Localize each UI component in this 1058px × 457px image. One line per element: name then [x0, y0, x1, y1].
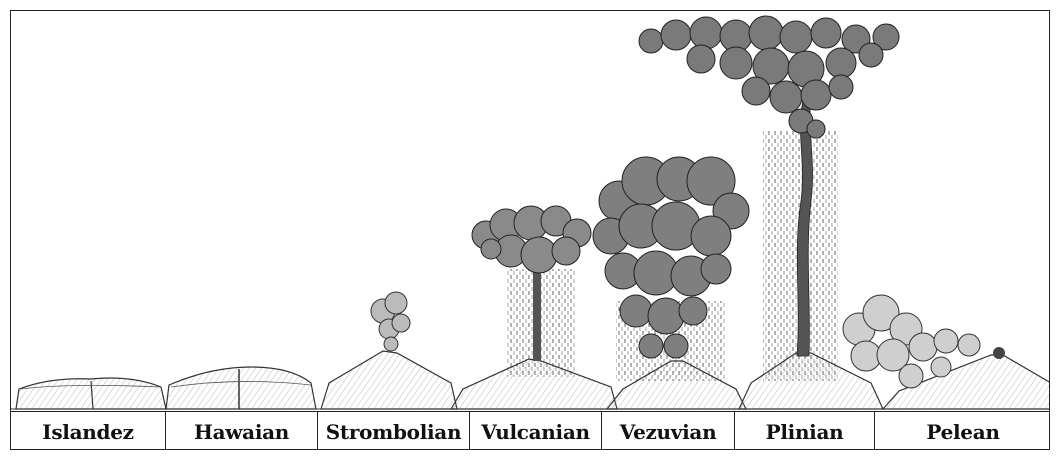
label-hawaian: Hawaian: [166, 412, 318, 450]
label-vulcanian: Vulcanian: [470, 412, 602, 450]
label-vezuvian: Vezuvian: [602, 412, 735, 450]
eruption-illustration: [11, 11, 1050, 450]
label-strombolian: Strombolian: [318, 412, 470, 450]
volcano-strombolian: [321, 292, 457, 409]
volcano-vulcanian: [451, 206, 617, 409]
diagram-frame: Islandez Hawaian Strombolian Vulcanian V…: [10, 10, 1050, 450]
label-plinian: Plinian: [735, 412, 875, 450]
volcano-islandez: [16, 378, 166, 409]
label-pelean: Pelean: [875, 412, 1050, 450]
eruption-type-labels: Islandez Hawaian Strombolian Vulcanian V…: [11, 411, 1050, 450]
volcano-hawaian: [166, 367, 316, 409]
label-islandez: Islandez: [11, 412, 166, 450]
volcano-vezuvian: [593, 157, 749, 409]
